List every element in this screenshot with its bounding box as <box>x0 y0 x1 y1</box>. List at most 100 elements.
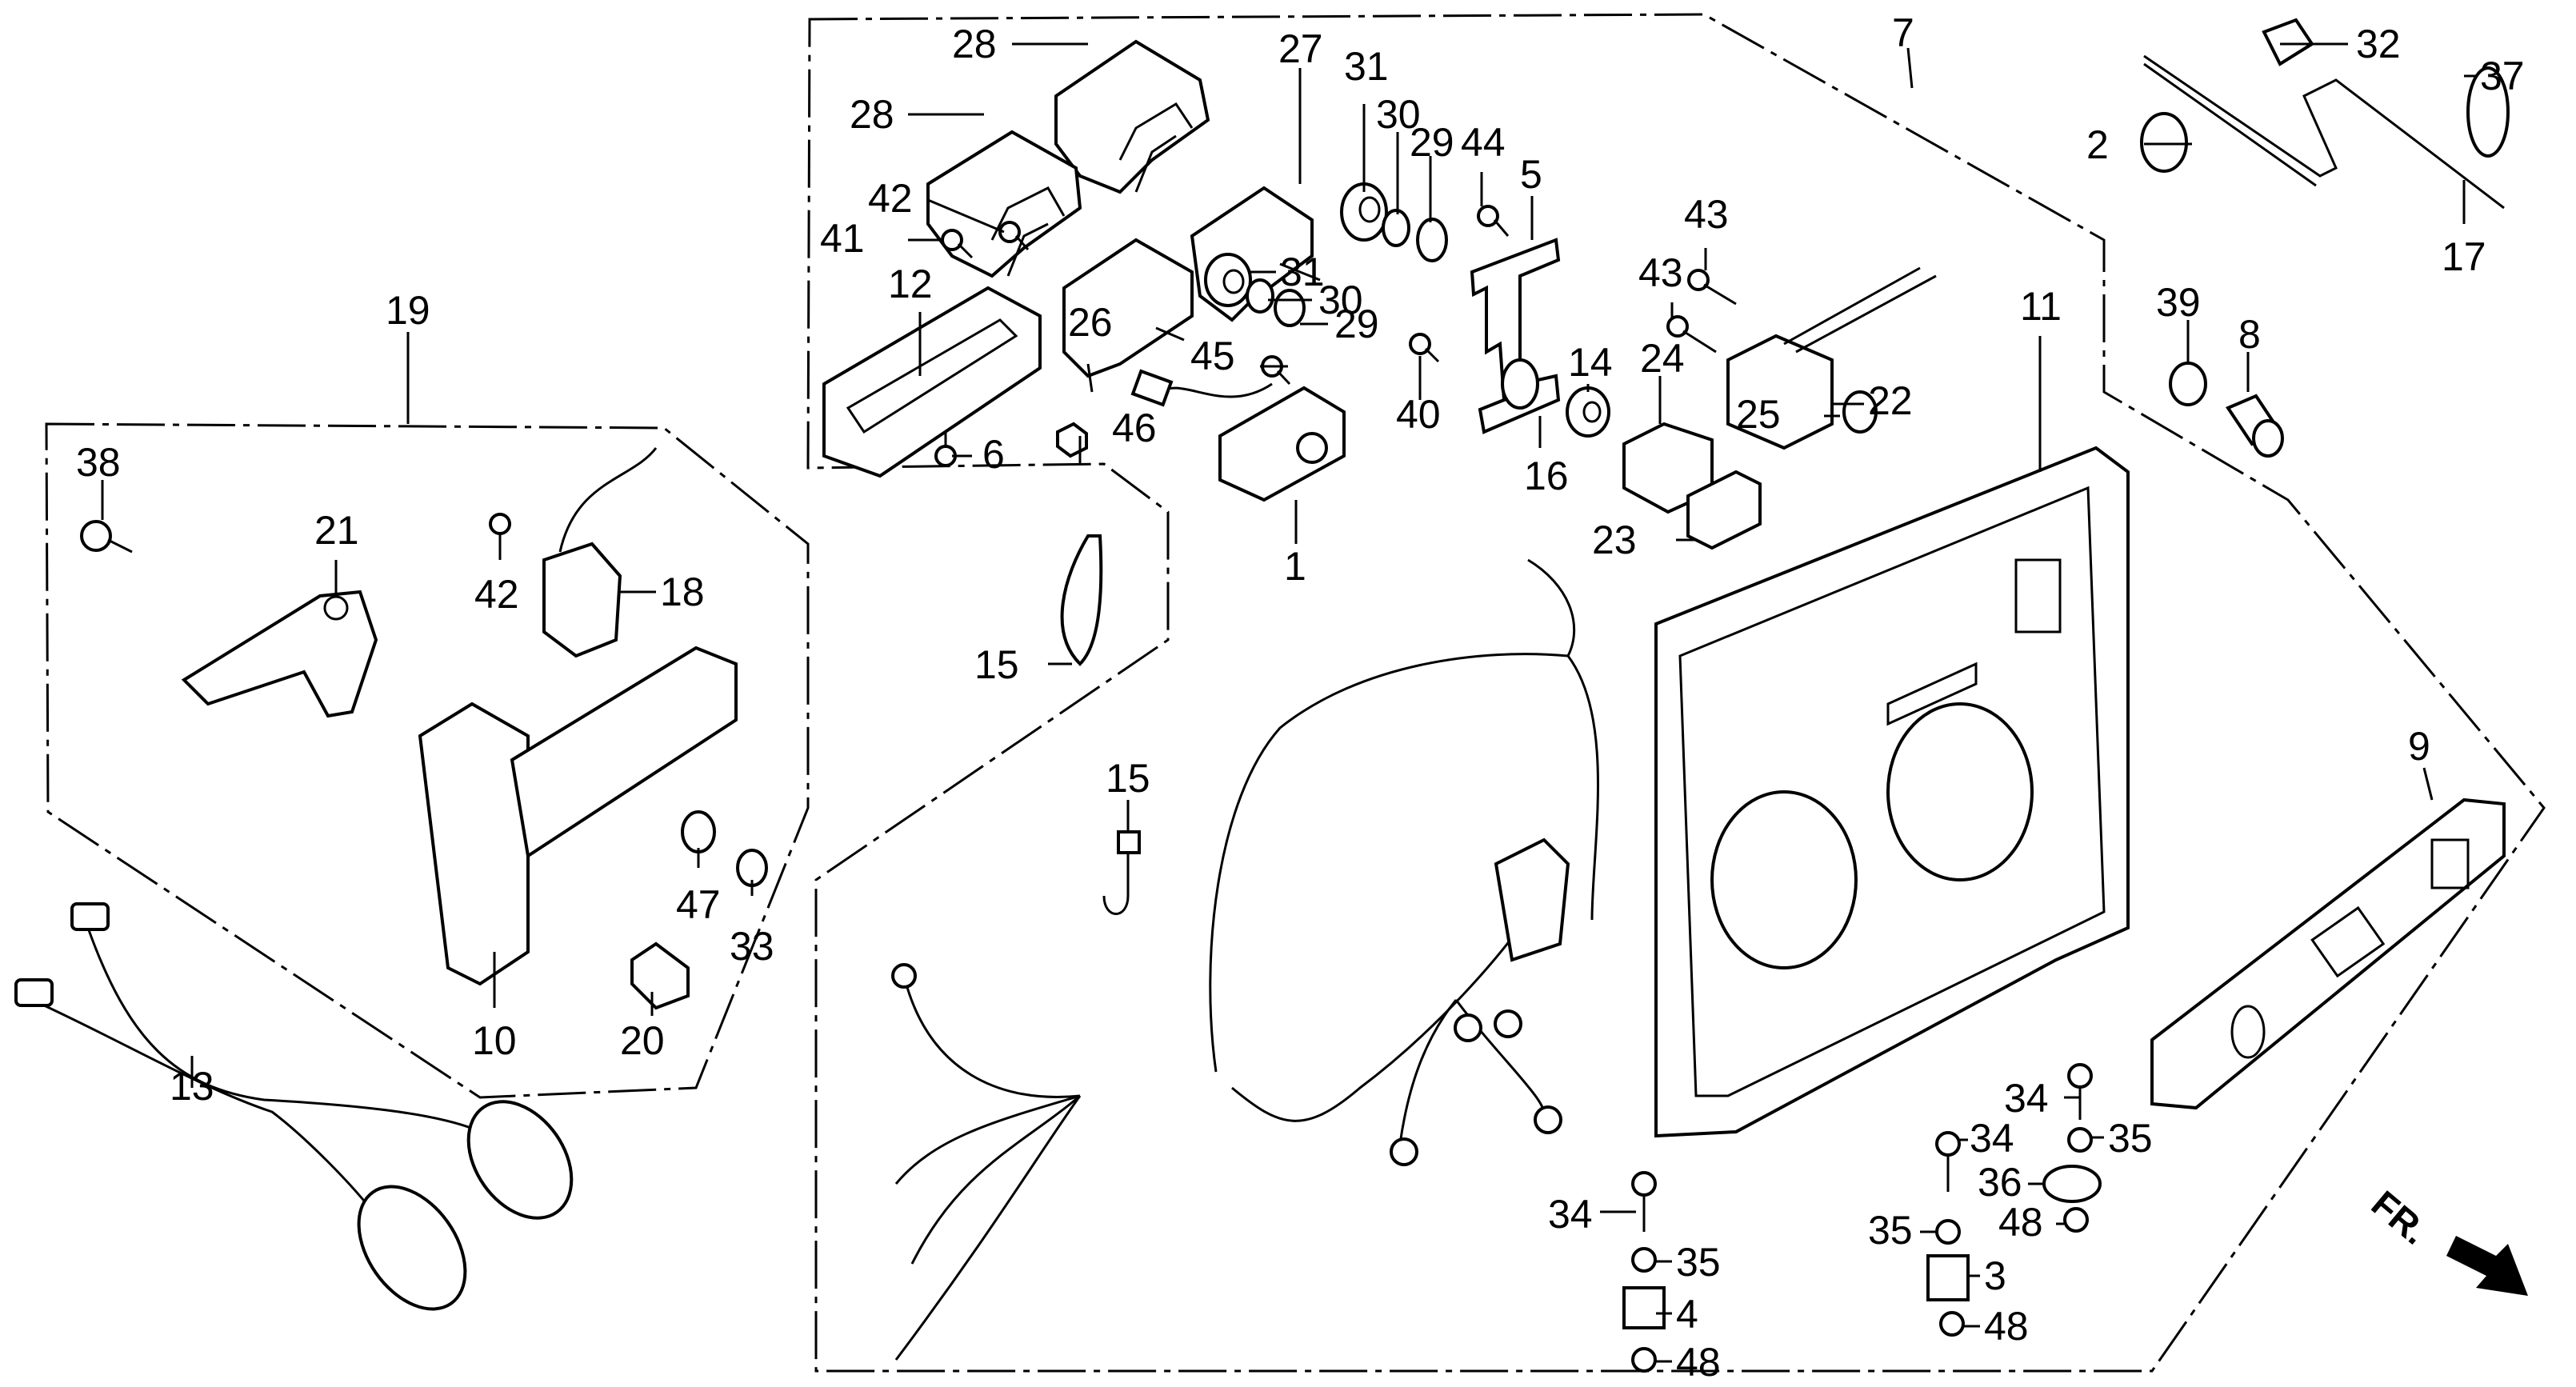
cable-tie-15-lower <box>1102 830 1141 915</box>
assembly-19-boundary <box>45 422 810 1099</box>
callout-27: 27 <box>1278 26 1323 71</box>
knob-4 <box>1622 1286 1666 1329</box>
nut-46 <box>1056 422 1088 458</box>
screw-42-lower <box>489 513 511 535</box>
callout-8: 8 <box>2238 312 2261 357</box>
nut-35-right <box>2067 1127 2093 1153</box>
screw-45 <box>1261 355 1291 386</box>
switch-1 <box>1130 369 1346 502</box>
screw-43-lower <box>1666 315 1717 354</box>
callout-labels: 28 28 27 31 30 29 44 5 7 42 41 31 30 29 … <box>76 10 2525 1385</box>
callout-28-upper: 28 <box>952 22 997 66</box>
callout-43-upper: 43 <box>1684 192 1729 237</box>
callout-25: 25 <box>1736 392 1781 437</box>
module-18 <box>542 447 658 658</box>
callout-38: 38 <box>76 440 121 485</box>
callout-11: 11 <box>2020 284 2062 329</box>
micro-switch-26 <box>1062 238 1194 378</box>
front-label: FR. <box>2364 1182 2436 1252</box>
bulb-16 <box>1501 358 1539 410</box>
callout-35-mid: 35 <box>1868 1208 1913 1253</box>
clip-20 <box>630 941 690 1010</box>
button-29-lower <box>1274 289 1306 327</box>
screw-44 <box>1477 205 1510 237</box>
front-arrow-icon <box>2446 1236 2528 1296</box>
callout-12: 12 <box>888 262 933 306</box>
callout-41: 41 <box>820 216 865 261</box>
bracket-10 <box>418 646 738 986</box>
callout-17: 17 <box>2442 234 2486 279</box>
callout-1: 1 <box>1284 544 1306 589</box>
switch-box-12 <box>822 286 1042 478</box>
callout-33: 33 <box>730 924 774 969</box>
knob-31-lower <box>1204 253 1252 307</box>
collar-8 <box>2226 394 2284 458</box>
callout-10: 10 <box>472 1018 517 1063</box>
knob-36 <box>2042 1165 2102 1203</box>
clip-37 <box>2466 66 2510 158</box>
screw-42-upper <box>998 221 1030 250</box>
callout-37: 37 <box>2480 54 2525 98</box>
wire-lead-13 <box>14 902 574 1311</box>
callout-2: 2 <box>2086 122 2109 167</box>
circuit-breaker-22 <box>1726 266 1937 450</box>
callout-35-right: 35 <box>2108 1116 2153 1161</box>
lens-23 <box>1686 470 1762 550</box>
screw-41 <box>941 229 974 259</box>
switch-cover-28-lower <box>926 130 1082 278</box>
callout-6: 6 <box>982 432 1005 477</box>
callout-16: 16 <box>1524 454 1569 498</box>
callout-46: 46 <box>1112 406 1157 450</box>
cable-tie-15-upper <box>1060 534 1103 666</box>
nut-35-left <box>1631 1247 1657 1273</box>
bolt-34-left <box>1631 1171 1657 1232</box>
callout-13: 13 <box>170 1064 214 1109</box>
callout-29-upper: 29 <box>1410 120 1454 165</box>
knob-31-upper <box>1340 182 1388 242</box>
knob-3 <box>1926 1254 1970 1301</box>
cable-17 <box>2143 54 2505 210</box>
callout-35-left: 35 <box>1676 1240 1721 1285</box>
callout-7: 7 <box>1892 10 1914 55</box>
switch-group-boundary <box>806 13 2546 1373</box>
cap-25 <box>1842 390 1878 434</box>
callout-5: 5 <box>1520 152 1542 197</box>
callout-31-lower: 31 <box>1280 250 1325 294</box>
bolt-38 <box>80 520 133 554</box>
switch-cover-28-upper <box>1054 39 1210 194</box>
callout-34-left: 34 <box>1548 1192 1593 1237</box>
callout-48-mid: 48 <box>1984 1304 2029 1349</box>
callout-39: 39 <box>2156 280 2201 325</box>
control-panel-11 <box>1654 446 2130 1138</box>
callout-3: 3 <box>1984 1253 2006 1298</box>
callout-24: 24 <box>1640 336 1685 381</box>
callout-34-right: 34 <box>2004 1076 2049 1121</box>
callout-19: 19 <box>386 288 430 333</box>
spring-30-lower <box>1246 278 1274 314</box>
callout-30-lower: 30 <box>1318 278 1363 322</box>
clamp-32 <box>2262 18 2314 66</box>
spring-30-upper <box>1382 209 1410 247</box>
washer-47 <box>681 810 716 853</box>
callout-45: 45 <box>1190 334 1235 378</box>
wire-harness <box>891 558 1599 1361</box>
callout-22: 22 <box>1868 378 1913 423</box>
callout-42-upper: 42 <box>868 176 913 221</box>
callout-23: 23 <box>1592 518 1637 562</box>
bolt-34-mid <box>1935 1131 1961 1192</box>
pin-39 <box>2169 362 2207 406</box>
callout-4: 4 <box>1676 1292 1698 1337</box>
callout-18: 18 <box>660 570 705 614</box>
front-direction-marker: FR. <box>2364 1182 2528 1296</box>
callout-21: 21 <box>314 508 359 553</box>
callout-31-upper: 31 <box>1344 44 1389 89</box>
button-29-upper <box>1416 218 1448 262</box>
nut-35-mid <box>1935 1219 1961 1245</box>
bolt-34-right <box>2067 1063 2093 1120</box>
panel-plate-9 <box>2150 797 2506 1110</box>
callout-42-lower: 42 <box>474 572 519 617</box>
grommet-2 <box>2140 112 2188 173</box>
callout-47: 47 <box>676 882 721 927</box>
callout-14: 14 <box>1568 340 1613 385</box>
